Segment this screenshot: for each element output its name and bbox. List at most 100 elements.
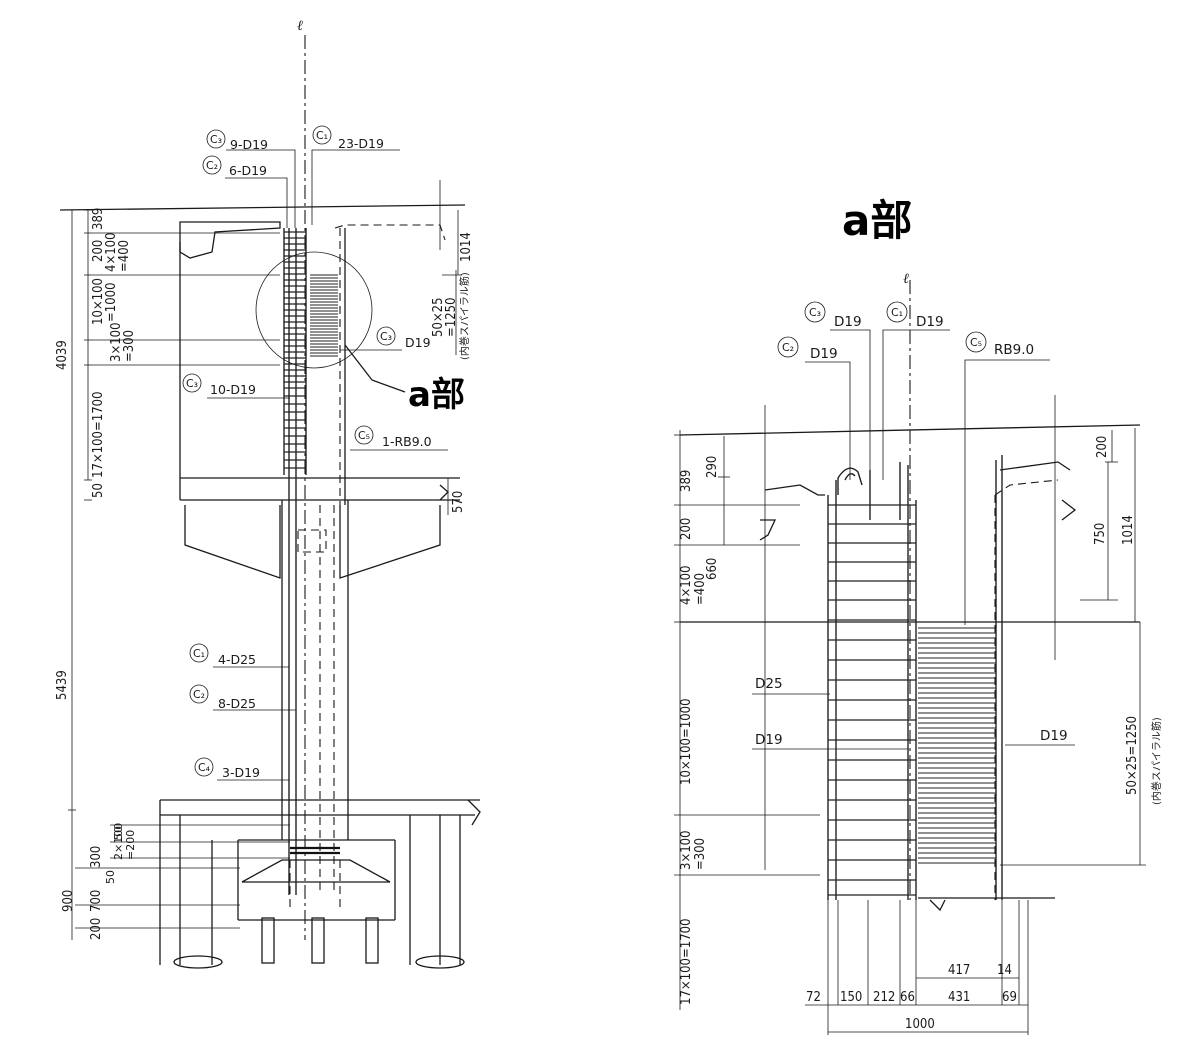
footing-dimensions: 50 2×100 =200 300 50 900 700 200 <box>61 823 290 940</box>
dim-389: 389 <box>91 208 106 230</box>
mark-circle-c1-col <box>189 643 209 663</box>
detail-circle-a <box>255 251 373 369</box>
dim-3x100: 3×100 <box>109 322 124 362</box>
mark-c1-col-sym: C₁ <box>193 647 205 660</box>
dim-f50b: 50 <box>104 870 117 884</box>
mark-circle-c4-col <box>194 757 214 777</box>
mark-c4-col-sym: C₄ <box>198 761 211 774</box>
r-dim-50x25: 50×25=1250 <box>1125 716 1140 795</box>
mark-c3-top-text: 9-D19 <box>230 137 268 152</box>
dim-400: =400 <box>117 240 132 272</box>
b-dim-66: 66 <box>900 990 915 1005</box>
r-dim-290: 290 <box>705 456 720 478</box>
r-dim-389: 389 <box>679 470 694 492</box>
b-dim-431: 431 <box>948 990 970 1005</box>
break-mark <box>439 484 449 501</box>
callout-leader <box>344 344 406 393</box>
detail-a-view: a部 ℓ <box>674 196 1163 1035</box>
spiral-note-right: (内巻スパイラル筋) <box>1150 717 1163 805</box>
dim-50x25: 50×25 <box>431 297 446 337</box>
mark-c1-col-text: 4-D25 <box>218 652 256 667</box>
b-dim-14: 14 <box>997 963 1012 978</box>
r-mark-c1-sym: C₁ <box>891 306 903 319</box>
mark-c1-top-text: 23-D19 <box>338 136 384 151</box>
mark-circle-c3-mid <box>376 326 396 346</box>
small-pile-1 <box>261 917 275 964</box>
r-mark-c5-text: RB9.0 <box>994 342 1034 358</box>
r-mark-c3-sym: C₃ <box>809 306 821 319</box>
dim-1014: 1014 <box>459 232 474 262</box>
label-d19-right: D19 <box>1040 728 1068 744</box>
mark-circle-c1-top <box>312 125 332 145</box>
b-dim-212: 212 <box>873 990 895 1005</box>
left-bar-marks: C₃ 9-D19 C₁ 23-D19 C₂ 6-D19 C₃ D19 C₃ 10… <box>182 125 448 781</box>
callout-label: a部 <box>408 375 465 415</box>
dim-4039: 4039 <box>55 340 70 370</box>
mark-c3-low-text: 10-D19 <box>210 382 256 397</box>
b-dim-69: 69 <box>1002 990 1017 1005</box>
r-mark-c2-text: D19 <box>810 346 838 362</box>
mark-c2-col-sym: C₂ <box>193 688 205 701</box>
pier-elevation-view: ℓ <box>55 18 481 969</box>
beam-top-line <box>59 204 466 211</box>
mark-c5-sym: C₅ <box>358 429 370 442</box>
beam-haunch-left <box>179 221 281 259</box>
detail-right-dimensions: 200 750 1014 50×25=1250 (内巻スパイラル筋) <box>1000 428 1163 866</box>
detail-bottom-dimensions: 417 14 72 150 212 66 431 69 1000 <box>805 900 1029 1035</box>
mark-c3-top-sym: C₃ <box>210 133 222 146</box>
mark-c2-col-text: 8-D25 <box>218 696 256 711</box>
footing-and-piles <box>159 799 481 969</box>
r-dim-750: 750 <box>1093 523 1108 545</box>
pile-base-left <box>173 955 223 969</box>
r-dim-10x100: 10×100=1000 <box>679 698 694 785</box>
r-dim-300: =300 <box>693 838 708 870</box>
dim-1000: =1000 <box>104 282 119 322</box>
dim-17x100: 17×100=1700 <box>91 391 106 478</box>
detail-haunch-left <box>764 484 825 496</box>
column-flare-left <box>184 505 281 579</box>
detail-beam-top <box>679 424 1141 436</box>
spiral-zone-bars <box>310 274 338 357</box>
mark-c4-col-text: 3-D19 <box>222 765 260 780</box>
dim-f50: 50 <box>112 826 125 840</box>
dim-f900: 900 <box>61 890 76 912</box>
small-pile-3 <box>365 917 379 964</box>
r-mark-c2-sym: C₂ <box>782 341 794 354</box>
mark-c2-top-text: 6-D19 <box>229 163 267 178</box>
anchor-box <box>297 529 327 553</box>
mark-c2-top-sym: C₂ <box>206 159 218 172</box>
dim-f700: 700 <box>89 890 104 912</box>
left-dimensions: 389 200 4×100 =400 10×100 =1000 3×100 =3… <box>55 208 280 940</box>
dim-f300: 300 <box>89 846 104 868</box>
detail-centerline-symbol: ℓ <box>903 271 909 287</box>
pile-cap-flare <box>241 859 391 883</box>
mark-circle-c2-col <box>189 684 209 704</box>
b-dim-72: 72 <box>806 990 821 1005</box>
mark-circle-c3-top <box>206 129 226 149</box>
dim-f200b: 200 <box>89 918 104 940</box>
dim-f200: =200 <box>124 830 137 860</box>
mark-circle-c3-low <box>182 373 202 393</box>
centerline-symbol: ℓ <box>297 18 303 34</box>
detail-spiral <box>918 627 996 864</box>
r-mark-c5-sym: C₅ <box>970 336 982 349</box>
r-dim-200top: 200 <box>1095 436 1110 458</box>
dim-570: 570 <box>451 491 466 513</box>
dim-4x100: 4×100 <box>104 232 119 272</box>
detail-left-dimensions: 389 290 200 660 4×100 =400 10×100=1000 3… <box>674 430 820 1010</box>
column-flare-right <box>339 505 441 579</box>
b-dim-417: 417 <box>948 963 970 978</box>
mark-circle-c2-top <box>202 155 222 175</box>
r-mark-c3-text: D19 <box>834 314 862 330</box>
r-dim-3x100: 3×100 <box>679 830 694 870</box>
detail-ties <box>828 504 916 896</box>
detail-title: a部 <box>842 196 912 245</box>
dim-1250: =1250 <box>444 297 459 337</box>
r-dim-1014: 1014 <box>1121 515 1136 545</box>
mark-c5-text: 1-RB9.0 <box>382 434 432 449</box>
mark-circle-c5 <box>354 425 374 445</box>
label-d19-left: D19 <box>755 732 783 748</box>
r-dim-17x100: 17×100=1700 <box>679 918 694 1005</box>
small-pile-2 <box>311 917 325 964</box>
right-bar-marks: C₃ D19 C₁ D19 C₂ D19 C₅ RB9.0 D25 D19 D1… <box>752 301 1075 750</box>
